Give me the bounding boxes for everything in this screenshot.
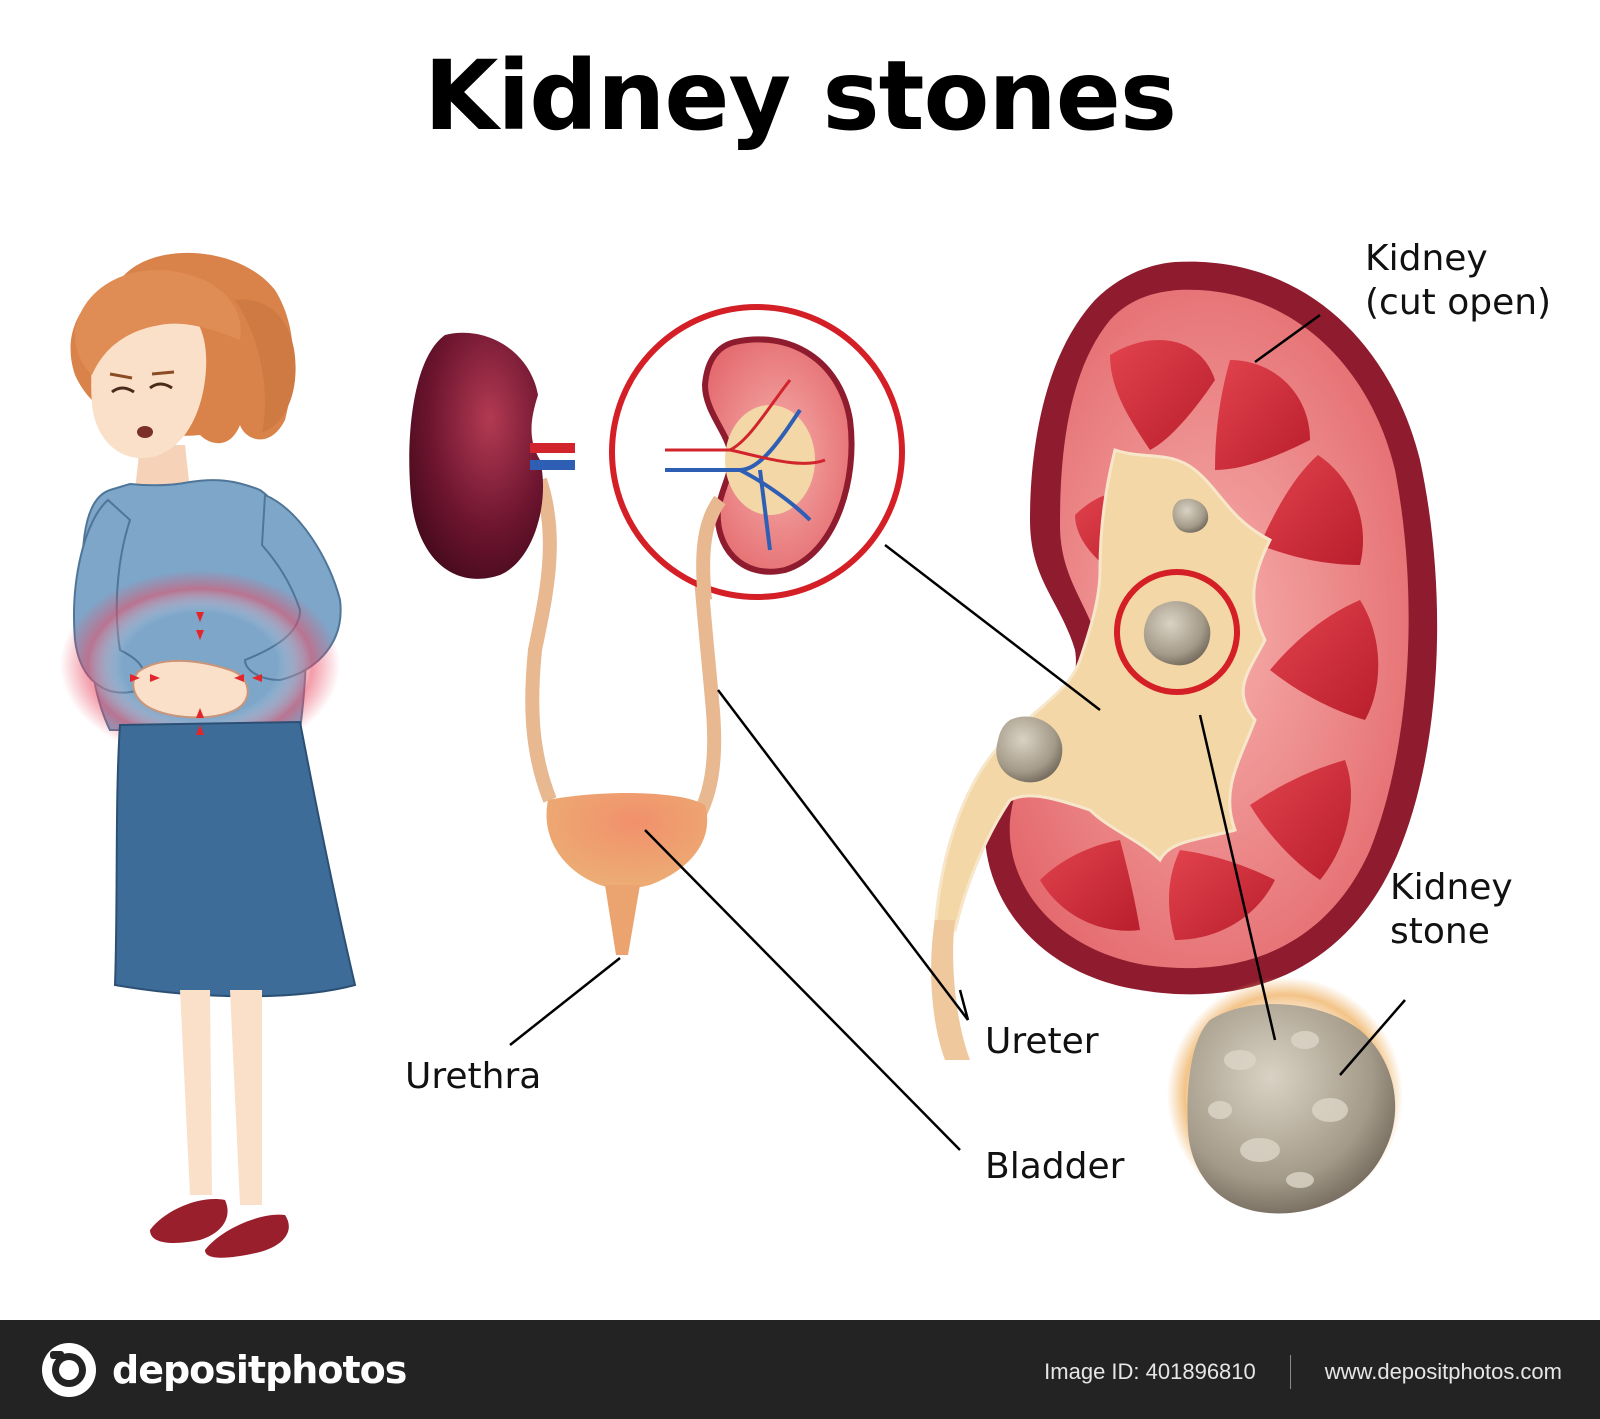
leader-urethra: [510, 958, 620, 1045]
brand-name: depositphotos: [112, 1348, 406, 1392]
leader-bladder: [645, 830, 960, 1150]
label-kidney-stone-line2: stone: [1390, 910, 1513, 954]
brand-logo[interactable]: depositphotos: [40, 1344, 406, 1396]
label-kidney-cut-open-line1: Kidney: [1365, 237, 1551, 281]
footer-divider: [1290, 1355, 1291, 1389]
label-urethra: Urethra: [405, 1055, 541, 1099]
footer-meta: Image ID: 401896810 www.depositphotos.co…: [1044, 1355, 1562, 1389]
camera-logo-icon: [40, 1341, 98, 1399]
diagram-canvas: Kidney stones Kidney (cut open) Kidney s…: [0, 0, 1600, 1320]
label-kidney-stone-line1: Kidney: [1390, 866, 1513, 910]
footer-bar: depositphotos Image ID: 401896810 www.de…: [0, 1320, 1600, 1419]
woman-illustration: [60, 253, 355, 1258]
zoom-circle: [612, 307, 902, 600]
kidney-cross-section: [931, 262, 1437, 1060]
website-link[interactable]: www.depositphotos.com: [1325, 1359, 1562, 1385]
leader-ureter: [718, 690, 968, 1020]
image-id: Image ID: 401896810: [1044, 1359, 1256, 1385]
label-bladder: Bladder: [985, 1145, 1124, 1189]
kidney-stone-closeup: [1167, 977, 1403, 1213]
page-title: Kidney stones: [0, 40, 1600, 152]
diagram-artwork: [0, 0, 1600, 1320]
label-kidney-cut-open: Kidney (cut open): [1365, 237, 1551, 325]
label-ureter: Ureter: [985, 1020, 1099, 1064]
label-kidney-cut-open-line2: (cut open): [1365, 281, 1551, 325]
label-kidney-stone: Kidney stone: [1390, 866, 1513, 954]
